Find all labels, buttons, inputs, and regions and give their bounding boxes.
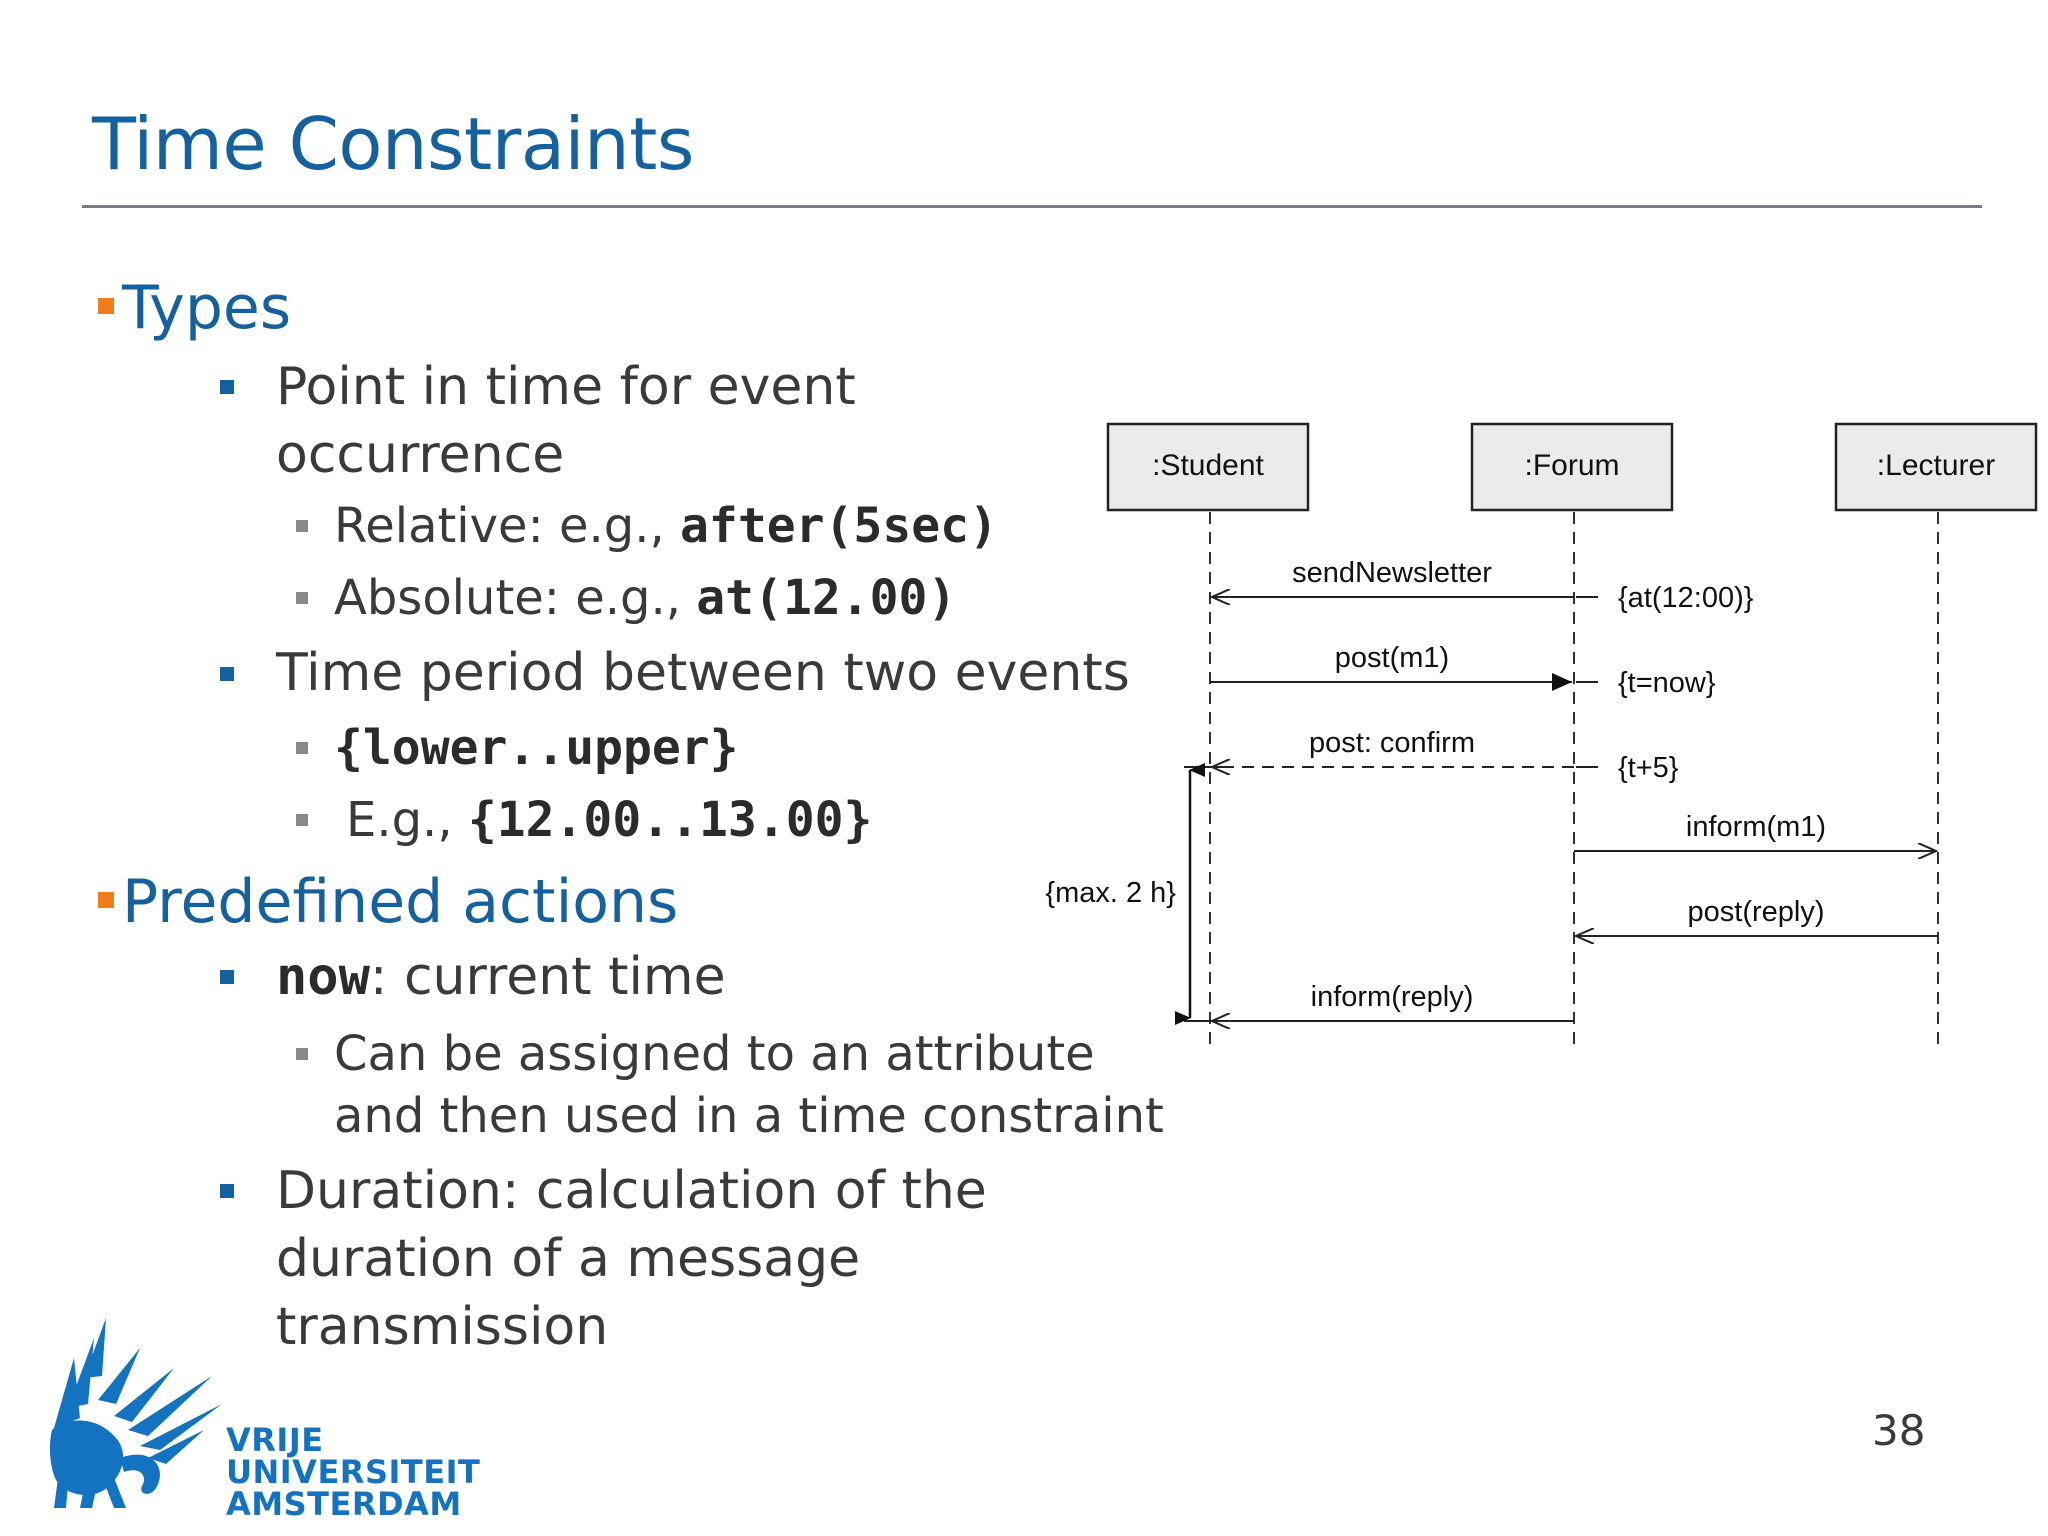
heading-types: Types bbox=[122, 273, 292, 343]
relative-example: Relative: e.g., after(5sec) bbox=[334, 498, 998, 556]
gray-bullet-icon bbox=[296, 520, 308, 532]
now-item: now: current time bbox=[276, 946, 726, 1008]
constraint-max-2h: {max. 2 h} bbox=[1045, 877, 1176, 909]
now-sub-line1: Can be assigned to an attribute bbox=[334, 1026, 1095, 1082]
orange-bullet-icon bbox=[98, 298, 114, 314]
period-example-code: {12.00..13.00} bbox=[467, 792, 873, 848]
message-send-newsletter: sendNewsletter bbox=[1212, 557, 1574, 597]
gray-bullet-icon bbox=[296, 1048, 308, 1060]
absolute-example: Absolute: e.g., at(12.00) bbox=[334, 570, 956, 628]
duration-line2: duration of a message bbox=[276, 1229, 861, 1289]
blue-bullet-icon bbox=[220, 1184, 234, 1198]
now-description: : current time bbox=[369, 947, 726, 1007]
message-inform-reply-label: inform(reply) bbox=[1311, 981, 1474, 1013]
relative-code: after(5sec) bbox=[680, 498, 998, 554]
relative-label: Relative: e.g., bbox=[334, 498, 681, 554]
blue-bullet-icon bbox=[220, 667, 234, 681]
duration-line1: Duration: calculation of the bbox=[276, 1161, 987, 1221]
range-code: {lower..upper} bbox=[334, 720, 739, 776]
duration-line3: transmission bbox=[276, 1297, 609, 1357]
point-in-time-line1: Point in time for event bbox=[276, 357, 856, 417]
gray-bullet-icon bbox=[296, 592, 308, 604]
lifeline-lecturer: :Lecturer bbox=[1834, 422, 2038, 1052]
lifeline-lecturer-label: :Lecturer bbox=[1877, 449, 1995, 482]
blue-bullet-icon bbox=[220, 380, 234, 394]
message-post-confirm: post: confirm bbox=[1212, 727, 1574, 767]
gray-bullet-icon bbox=[296, 742, 308, 754]
absolute-label: Absolute: e.g., bbox=[334, 570, 697, 626]
gray-bullet-icon bbox=[296, 814, 308, 826]
constraint-at-1200: {at(12:00)} bbox=[1618, 582, 1754, 614]
logo-text-line2: UNIVERSITEIT bbox=[226, 1453, 481, 1491]
message-post-m1-label: post(m1) bbox=[1335, 642, 1449, 674]
now-code: now bbox=[276, 947, 370, 1007]
period-example-label: E.g., bbox=[346, 792, 468, 848]
lifeline-forum: :Forum bbox=[1470, 422, 1674, 1052]
constraint-t-now: {t=now} bbox=[1618, 667, 1716, 699]
logo-text-line1: VRIJE bbox=[226, 1421, 324, 1459]
message-send-newsletter-label: sendNewsletter bbox=[1292, 557, 1492, 589]
now-sub-line2: and then used in a time constraint bbox=[334, 1088, 1164, 1144]
time-period-label: Time period between two events bbox=[276, 643, 1130, 703]
title-divider bbox=[82, 205, 1982, 208]
message-post-reply-label: post(reply) bbox=[1688, 896, 1825, 928]
message-post-m1: post(m1) bbox=[1210, 642, 1572, 691]
orange-bullet-icon bbox=[98, 892, 114, 908]
duration-constraint: {max. 2 h} bbox=[1045, 763, 1224, 1025]
lifeline-forum-label: :Forum bbox=[1524, 449, 1619, 482]
constraint-t-plus-5: {t+5} bbox=[1618, 752, 1679, 784]
lifeline-student: :Student bbox=[1106, 422, 1310, 1052]
message-inform-m1-label: inform(m1) bbox=[1686, 811, 1826, 843]
message-post-reply: post(reply) bbox=[1576, 896, 1938, 936]
blue-bullet-icon bbox=[220, 970, 234, 984]
page-number: 38 bbox=[1872, 1406, 1926, 1455]
university-griffin-logo-icon bbox=[49, 1318, 222, 1508]
message-post-confirm-label: post: confirm bbox=[1309, 727, 1475, 759]
heading-predefined-actions: Predefined actions bbox=[122, 867, 679, 937]
message-inform-reply: inform(reply) bbox=[1212, 981, 1574, 1021]
slide-title: Time Constraints bbox=[92, 102, 694, 186]
period-example: E.g., {12.00..13.00} bbox=[346, 792, 872, 850]
range-example: {lower..upper} bbox=[334, 720, 739, 778]
message-inform-m1: inform(m1) bbox=[1574, 811, 1936, 851]
logo-text-line3: AMSTERDAM bbox=[226, 1485, 462, 1523]
lifeline-student-label: :Student bbox=[1152, 449, 1264, 482]
point-in-time-line2: occurrence bbox=[276, 425, 565, 485]
absolute-code: at(12.00) bbox=[696, 570, 957, 626]
